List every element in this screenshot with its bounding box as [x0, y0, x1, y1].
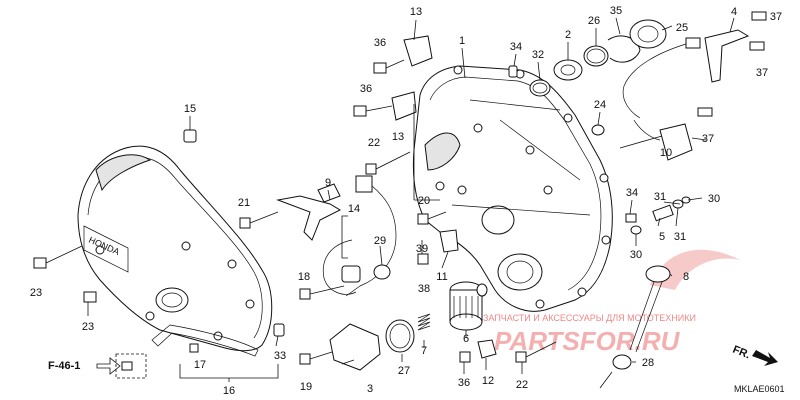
callout-33[interactable]: 33	[274, 350, 286, 362]
callout-4[interactable]: 4	[731, 6, 737, 18]
reference-box	[115, 353, 147, 379]
callout-15[interactable]: 15	[184, 103, 196, 115]
callout-39[interactable]: 39	[416, 243, 428, 255]
front-label: FR.	[731, 344, 752, 362]
reference-arrow-icon	[96, 357, 121, 375]
callout-22a[interactable]: 22	[368, 137, 380, 149]
callout-1[interactable]: 1	[459, 35, 465, 47]
callout-7[interactable]: 7	[421, 345, 427, 357]
watermark-text: ЗАПЧАСТИ И АКСЕССУАРЫ ДЛЯ МОТОТЕХНИКИ	[483, 313, 696, 323]
callout-38[interactable]: 38	[418, 283, 430, 295]
leader-lines	[87, 17, 735, 389]
callout-6[interactable]: 6	[463, 333, 469, 345]
crankcase-cover	[412, 65, 613, 312]
callout-10[interactable]: 10	[660, 147, 672, 159]
callout-37c[interactable]: 37	[702, 133, 714, 145]
callout-34a[interactable]: 34	[510, 41, 522, 53]
callout-31b[interactable]: 31	[674, 231, 686, 243]
callout-16[interactable]: 16	[223, 385, 235, 397]
callout-31a[interactable]: 31	[654, 191, 666, 203]
callout-29[interactable]: 29	[374, 235, 386, 247]
callout-5[interactable]: 5	[659, 231, 665, 243]
reference-marker: F-46-1	[48, 353, 147, 379]
callout-37a[interactable]: 37	[770, 11, 782, 23]
watermark-wing	[650, 249, 740, 290]
callout-13a[interactable]: 13	[410, 6, 422, 18]
callout-25[interactable]: 25	[676, 22, 688, 34]
group-brackets	[179, 104, 440, 382]
callout-23a[interactable]: 23	[30, 287, 42, 299]
callout-14[interactable]: 14	[348, 203, 360, 215]
callout-36a[interactable]: 36	[374, 37, 386, 49]
callout-34b[interactable]: 34	[626, 187, 638, 199]
callout-18[interactable]: 18	[298, 271, 310, 283]
callout-23b[interactable]: 23	[82, 321, 94, 333]
callout-36b[interactable]: 36	[360, 83, 372, 95]
front-arrow-icon	[752, 350, 778, 366]
callout-17[interactable]: 17	[194, 359, 206, 371]
diagram-code: MKLAE0601	[734, 384, 785, 394]
callout-32[interactable]: 32	[532, 49, 544, 61]
reference-label[interactable]: F-46-1	[48, 360, 80, 372]
callout-27[interactable]: 27	[398, 365, 410, 377]
callout-21[interactable]: 21	[238, 197, 250, 209]
callout-8[interactable]: 8	[683, 271, 689, 283]
callout-3[interactable]: 3	[367, 383, 373, 395]
callout-12[interactable]: 12	[482, 375, 494, 387]
callout-19[interactable]: 19	[300, 381, 312, 393]
front-direction: FR.	[731, 344, 778, 366]
callout-22b[interactable]: 22	[516, 379, 528, 391]
callout-30a[interactable]: 30	[708, 193, 720, 205]
callout-2[interactable]: 2	[565, 29, 571, 41]
callout-37b[interactable]: 37	[756, 67, 768, 79]
watermark: ЗАПЧАСТИ И АКСЕССУАРЫ ДЛЯ МОТОТЕХНИКИ PA…	[483, 249, 740, 356]
callout-28[interactable]: 28	[642, 357, 654, 369]
outer-cover: HONDA	[77, 145, 273, 357]
callout-20[interactable]: 20	[418, 195, 430, 207]
watermark-logo: PARTSFOR.RU	[494, 326, 681, 356]
callout-24[interactable]: 24	[594, 99, 606, 111]
callout-26[interactable]: 26	[588, 15, 600, 27]
callout-13b[interactable]: 13	[392, 131, 404, 143]
callout-11[interactable]: 11	[436, 271, 447, 283]
callout-30b[interactable]: 30	[630, 249, 642, 261]
callout-35[interactable]: 35	[610, 5, 622, 17]
callout-9[interactable]: 9	[325, 177, 331, 189]
callout-36c[interactable]: 36	[458, 377, 470, 389]
callout-labels: 13 1 2 26 35 25 4 37 37 36 34 32 36 13 2…	[30, 5, 782, 397]
